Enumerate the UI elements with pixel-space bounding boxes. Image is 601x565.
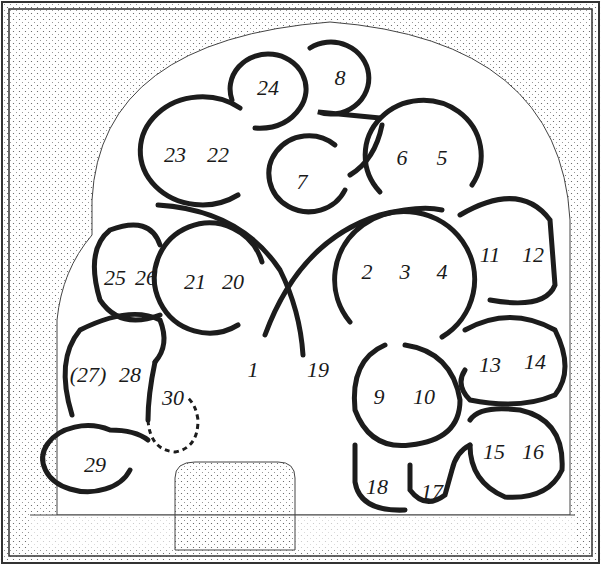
callout-number: 23 [164,144,186,166]
callout-number: (27) [70,364,107,386]
callout-number: 8 [335,67,346,89]
callout-number: 1 [248,359,259,381]
callout-number: 24 [257,77,279,99]
callout-number: 6 [397,147,408,169]
callout-number: 11 [480,244,500,266]
callout-number: 20 [222,271,244,293]
callout-number: 14 [524,351,546,373]
callout-number: 9 [374,386,385,408]
callout-number: 25 [104,267,126,289]
callout-number: 4 [437,261,448,283]
callout-number: 22 [207,144,229,166]
callout-number: 17 [421,481,443,503]
callout-number: 18 [366,476,388,498]
callout-number: 10 [413,386,435,408]
callout-number: 12 [522,244,544,266]
callout-number: 13 [479,354,501,376]
callout-number: 19 [307,359,329,381]
callout-number: 3 [400,261,411,283]
callout-number: 21 [184,271,206,293]
callout-number: 5 [437,147,448,169]
callout-number: 7 [297,171,308,193]
callout-number: 30 [162,387,184,409]
callout-number: 26 [135,267,157,289]
callout-number: 29 [84,454,106,476]
callout-number: 28 [119,364,141,386]
callout-number: 2 [362,261,373,283]
callout-number: 15 [483,441,505,463]
callout-number: 16 [522,441,544,463]
